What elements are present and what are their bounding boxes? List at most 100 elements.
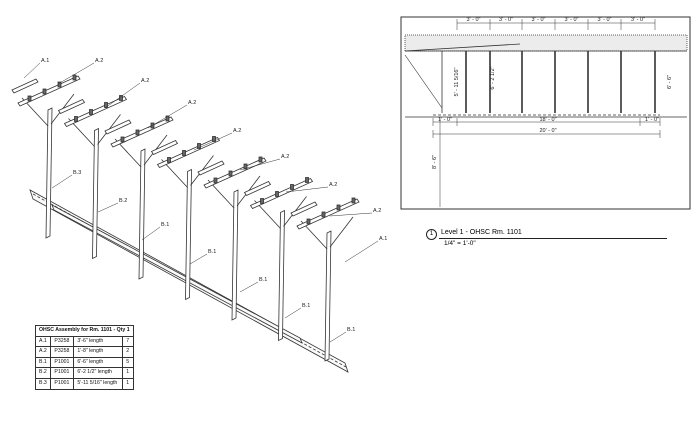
vertical-post — [185, 168, 192, 301]
tag-leader — [57, 62, 95, 85]
vertical-post — [138, 148, 146, 280]
tag-leader — [239, 158, 281, 171]
pipe-clamp — [197, 143, 201, 149]
pipe-clamp — [213, 177, 218, 184]
bom-part: P1001 — [50, 377, 75, 390]
tag-leader — [344, 240, 379, 263]
pipe-clamp — [306, 218, 311, 225]
short-crossarm — [197, 160, 225, 176]
overall-dim: 20' - 0" — [539, 128, 556, 134]
pipe-clamp — [182, 150, 186, 156]
pipe-clamp — [120, 136, 125, 143]
part-tag: B.1 — [259, 277, 267, 283]
tag-leader — [239, 281, 259, 293]
bottom-dim: 1' - 0" — [438, 117, 452, 123]
bottom-dim: 18' - 0" — [539, 117, 556, 123]
tag-leader — [285, 186, 329, 193]
pipe-clamp — [135, 129, 140, 136]
bom-length: 5'-11 5/16" length — [73, 377, 124, 390]
view-title: Level 1 - OHSC Rm. 1101 — [441, 229, 522, 236]
part-tag: B.1 — [161, 222, 169, 228]
vertical-post — [278, 209, 285, 342]
bom-part: P3258 — [50, 346, 75, 358]
strut-frame — [243, 177, 314, 342]
pipe-clamp — [167, 157, 171, 163]
pipe-clamp — [290, 184, 294, 190]
pipe-clamp — [275, 191, 279, 197]
pipe-clamp — [305, 177, 309, 183]
strut-frame — [197, 156, 267, 321]
top-crossarm — [17, 75, 81, 107]
top-spacing-dim: 3' - 0" — [564, 17, 578, 23]
tag-leader — [23, 62, 41, 79]
bom-qty: 1 — [122, 367, 134, 379]
part-tag: A.2 — [281, 154, 289, 160]
diagonal-brace — [329, 216, 354, 248]
top-spacing-dim: 3' - 0" — [631, 17, 645, 23]
short-crossarm — [11, 78, 39, 94]
top-crossarm — [110, 116, 174, 148]
sloped-ceiling — [404, 43, 521, 52]
bom-mark: B.3 — [34, 377, 52, 390]
bom-length: 6'-6" length — [73, 356, 124, 369]
view-title-rule — [439, 238, 667, 239]
tag-leader — [97, 202, 119, 213]
tag-leader — [193, 132, 233, 151]
part-tag: B.1 — [347, 327, 355, 333]
bom-mark: B.1 — [34, 356, 52, 369]
tag-leader — [329, 331, 347, 343]
tag-leader — [141, 226, 161, 241]
part-tag: B.1 — [208, 249, 216, 255]
part-tag: A.2 — [329, 182, 337, 188]
bom-part: P1001 — [50, 367, 75, 379]
bom-length: 6'-2 1/2" length — [73, 367, 124, 379]
pipe-clamp — [57, 81, 62, 88]
bom-length: 1'-8" length — [73, 346, 124, 358]
bom-length: 3'-6" length — [73, 335, 124, 348]
top-spacing-dim: 3' - 0" — [466, 17, 480, 23]
top-crossarm — [296, 198, 360, 230]
bom-mark: B.2 — [34, 367, 52, 379]
tag-leader — [329, 212, 373, 217]
bom-mark: A.1 — [34, 335, 52, 348]
isometric-assembly-view — [11, 74, 360, 373]
pipe-clamp — [27, 95, 32, 102]
view-number-bubble: 1 — [426, 229, 437, 240]
elevation-dimensions: 3' - 0"3' - 0"3' - 0"3' - 0"3' - 0"3' - … — [432, 17, 673, 169]
pipe-clamp — [212, 136, 216, 142]
pipe-clamp — [321, 211, 326, 218]
top-spacing-dim: 3' - 0" — [531, 17, 545, 23]
part-tag: B.1 — [302, 303, 310, 309]
pipe-clamp — [165, 115, 170, 122]
left-height-dim: 8' - 6" — [432, 155, 438, 169]
top-crossarm — [249, 177, 314, 210]
pipe-clamp — [72, 74, 77, 81]
tag-leader — [147, 104, 188, 129]
pipe-clamp — [74, 116, 78, 122]
elevation-view — [400, 16, 691, 210]
bom-qty: 1 — [122, 377, 134, 390]
bottom-dim: 1' - 0" — [645, 117, 659, 123]
tag-leader — [284, 307, 302, 319]
short-crossarm — [243, 180, 272, 197]
pipe-clamp — [228, 170, 233, 177]
elevation-frame — [400, 16, 691, 210]
height-dim: 6' - 2 1/2" — [490, 66, 496, 89]
bom-qty: 5 — [122, 356, 134, 369]
part-tag: A.2 — [233, 128, 241, 134]
short-crossarm — [57, 98, 86, 115]
strut-frame — [290, 197, 360, 362]
view-title-block: 1 Level 1 - OHSC Rm. 1101 1/4" = 1'-0" — [426, 229, 670, 253]
vertical-post — [231, 189, 239, 321]
bom-part: P3258 — [50, 335, 75, 348]
part-tag: B.3 — [73, 170, 81, 176]
short-crossarm — [290, 201, 318, 217]
part-tag: A.2 — [141, 78, 149, 84]
short-crossarm — [104, 119, 132, 135]
